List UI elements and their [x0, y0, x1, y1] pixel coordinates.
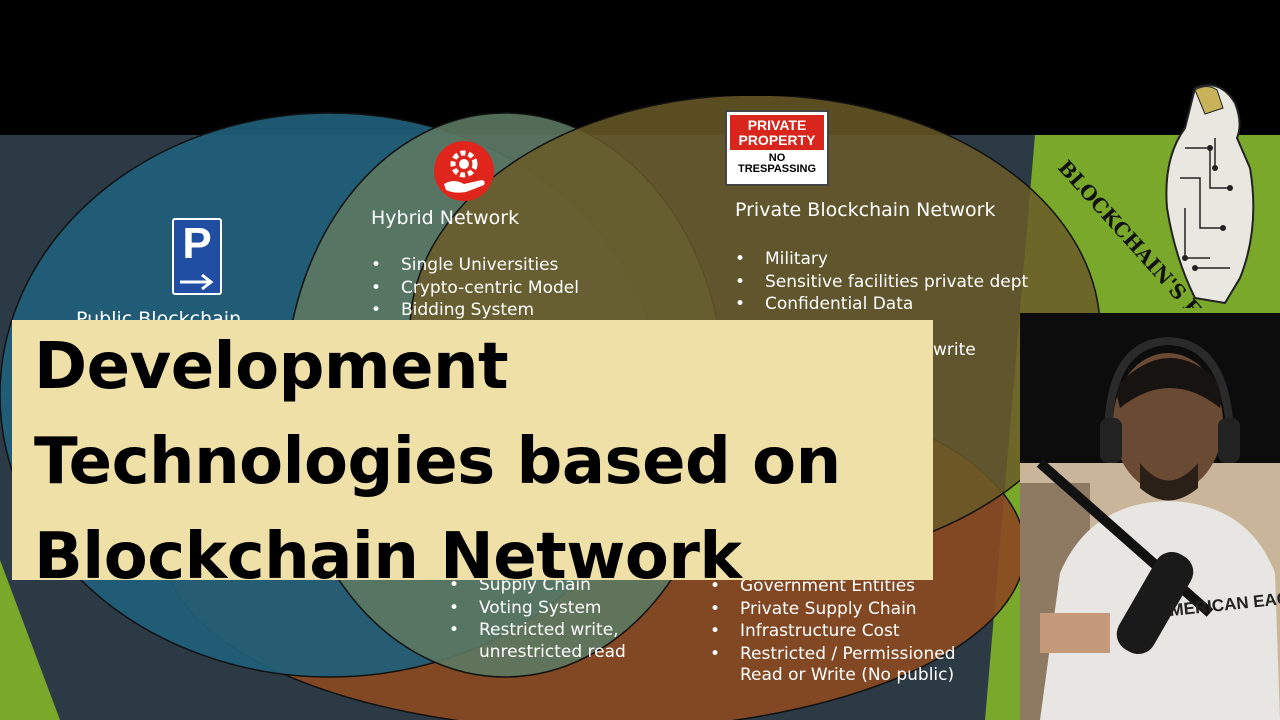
parking-sign-letter: P — [182, 219, 212, 268]
lower-right-list: Government Entities Private Supply Chain… — [710, 575, 955, 665]
webcam-feed: MERICAN EAGLE — [1020, 313, 1280, 720]
lower-right-continuation: Read or Write (No public) — [740, 665, 955, 685]
title-banner: Development Technologies based on Blockc… — [12, 320, 933, 594]
private-partial-text: write — [933, 340, 976, 360]
green-accent-left — [0, 560, 60, 720]
list-item: Restricted / Permissioned — [710, 643, 955, 666]
list-item: Confidential Data — [735, 293, 1028, 316]
list-item: Sensitive facilities private dept — [735, 271, 1028, 294]
banner-title: Development Technologies based on Blockc… — [34, 320, 841, 605]
private-list: Military Sensitive facilities private de… — [735, 248, 1028, 316]
falcon-icon: BLOCKCHAIN'S FALCON — [1053, 84, 1259, 308]
sign-red-panel: PRIVATE PROPERTY — [730, 115, 824, 150]
list-item: Government Entities — [710, 575, 955, 598]
lower-left-list: Supply Chain Voting System Restricted wr… — [449, 574, 619, 642]
private-property-sign: PRIVATE PROPERTY NO TRESPASSING — [725, 110, 829, 186]
parking-icon: P — [172, 218, 222, 295]
sign-line: PROPERTY — [738, 132, 816, 148]
private-title: Private Blockchain Network — [735, 199, 996, 221]
list-item: Private Supply Chain — [710, 598, 955, 621]
list-item: Supply Chain — [449, 574, 619, 597]
banner-line: Blockchain Network — [34, 520, 742, 594]
hybrid-title: Hybrid Network — [371, 207, 520, 229]
hybrid-list: Single Universities Crypto-centric Model… — [371, 254, 579, 322]
sign-white-panel: NO TRESPASSING — [730, 153, 824, 175]
sign-line: NO — [768, 152, 786, 164]
arrow-right-icon — [180, 273, 214, 291]
list-item: Infrastructure Cost — [710, 620, 955, 643]
hand-gear-icon — [434, 141, 494, 201]
list-item: Crypto-centric Model — [371, 277, 579, 300]
list-item: Military — [735, 248, 1028, 271]
sign-line: TRESPASSING — [737, 163, 817, 175]
banner-line: Development — [34, 330, 509, 404]
banner-line: Technologies based on — [34, 425, 841, 499]
list-item: Bidding System — [371, 299, 579, 322]
list-item: Voting System — [449, 597, 619, 620]
presenter-image: MERICAN EAGLE — [1020, 313, 1280, 720]
lower-left-continuation: unrestricted read — [479, 642, 626, 662]
list-item: Single Universities — [371, 254, 579, 277]
list-item: Restricted write, — [449, 619, 619, 642]
sign-line: PRIVATE — [747, 117, 807, 133]
